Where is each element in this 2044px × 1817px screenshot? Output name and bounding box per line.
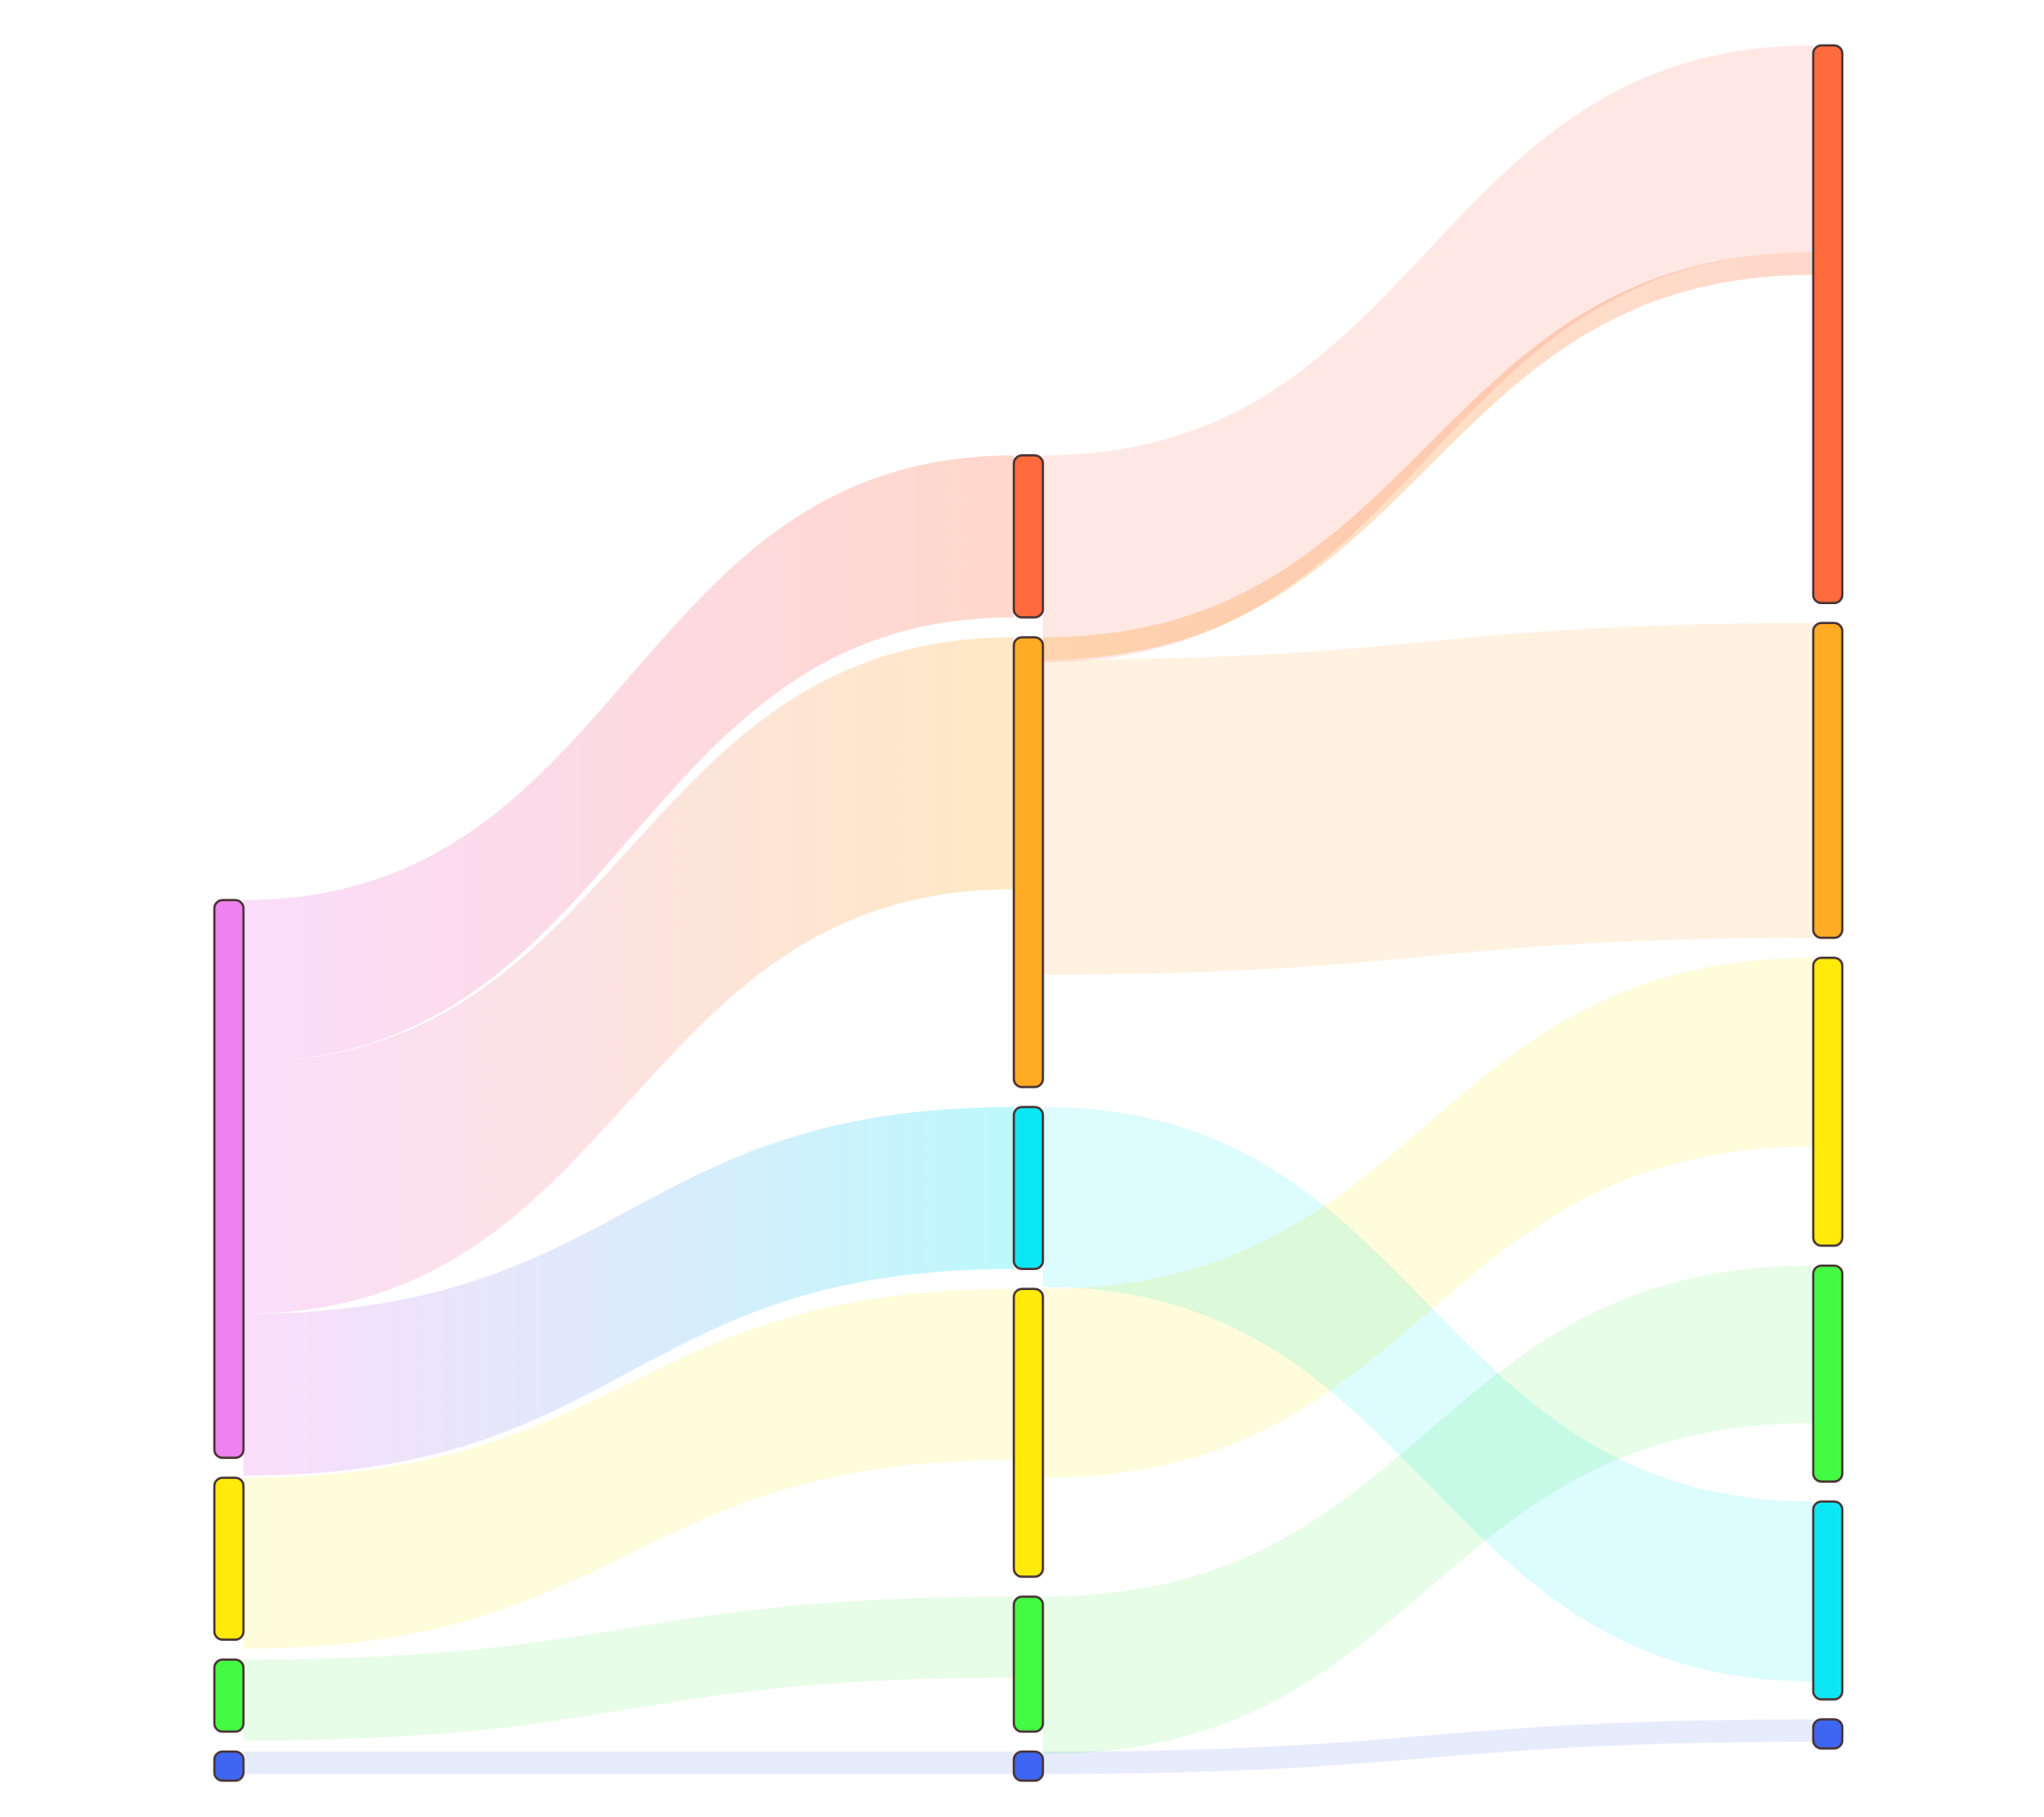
link-b3-c2 [1043, 958, 1813, 1478]
link-a0-b2 [243, 1107, 1014, 1476]
node-a2 [213, 1658, 245, 1733]
node-b0 [1012, 454, 1045, 619]
link-b1-c0 [1043, 252, 1813, 660]
link-a2-b4 [243, 1596, 1014, 1741]
node-c4 [1811, 1500, 1844, 1701]
node-b2 [1012, 1106, 1045, 1270]
node-a0 [213, 899, 245, 1459]
node-c5 [1811, 1718, 1844, 1750]
node-c1 [1811, 621, 1844, 939]
node-b3 [1012, 1287, 1045, 1578]
link-a3-b5 [243, 1752, 1014, 1774]
node-a1 [213, 1476, 245, 1642]
node-a3 [213, 1750, 245, 1782]
link-b5-c5 [1043, 1719, 1813, 1774]
node-b1 [1012, 636, 1045, 1088]
link-b4-c3 [1043, 1266, 1813, 1754]
links-layer [243, 45, 1813, 1774]
link-a0-b0 [243, 455, 1014, 1062]
node-c0 [1811, 44, 1844, 605]
node-b5 [1012, 1750, 1045, 1782]
link-b0-c0 [1043, 45, 1813, 662]
link-b1-c1 [1043, 622, 1813, 975]
link-a1-b3 [243, 1288, 1014, 1649]
link-b2-c4 [1043, 1107, 1813, 1682]
node-b4 [1012, 1595, 1045, 1733]
node-c3 [1811, 1264, 1844, 1483]
link-a0-b1 [243, 637, 1014, 1315]
node-c2 [1811, 957, 1844, 1247]
nodes-layer [213, 44, 1844, 1782]
